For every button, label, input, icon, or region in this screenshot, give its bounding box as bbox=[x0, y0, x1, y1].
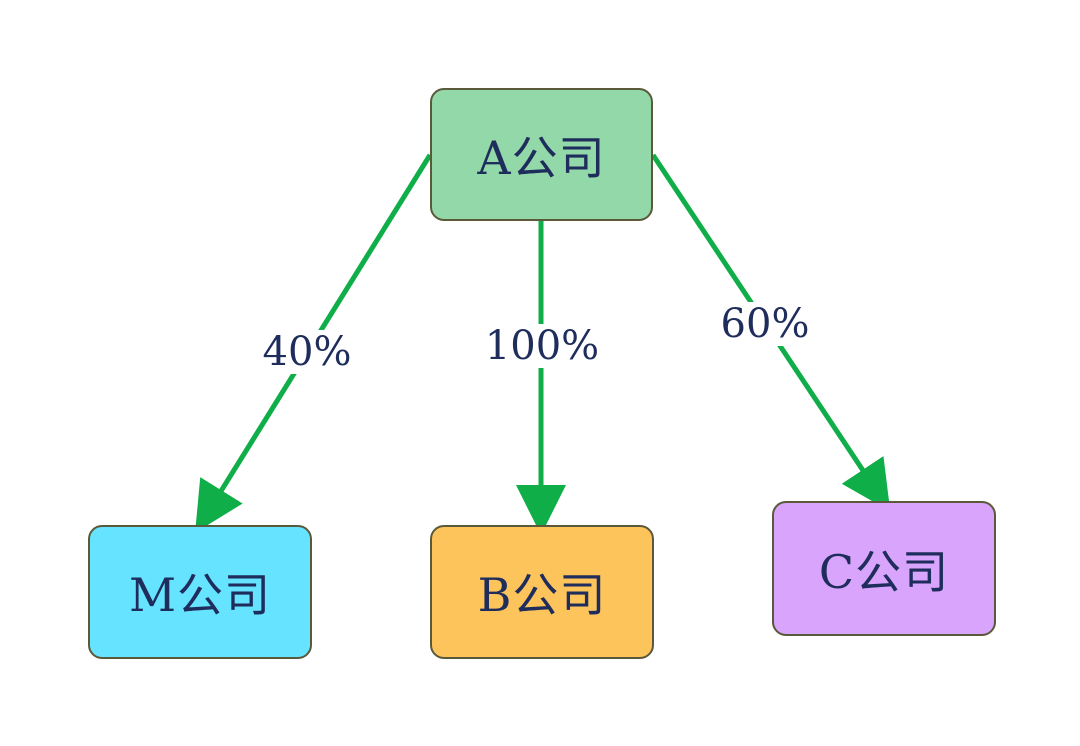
edge-label-a-to-c: 60% bbox=[718, 301, 812, 347]
edge-label-a-to-m: 40% bbox=[260, 329, 354, 375]
node-a-company: A公司 bbox=[430, 88, 653, 221]
node-m-company: M公司 bbox=[88, 525, 312, 659]
edge-label-a-to-b: 100% bbox=[482, 323, 602, 369]
node-c-label: C公司 bbox=[818, 544, 950, 599]
node-a-label: A公司 bbox=[477, 130, 606, 185]
node-b-company: B公司 bbox=[430, 525, 654, 659]
node-b-label: B公司 bbox=[477, 568, 607, 622]
node-c-company: C公司 bbox=[772, 501, 996, 636]
node-m-label: M公司 bbox=[128, 568, 272, 622]
